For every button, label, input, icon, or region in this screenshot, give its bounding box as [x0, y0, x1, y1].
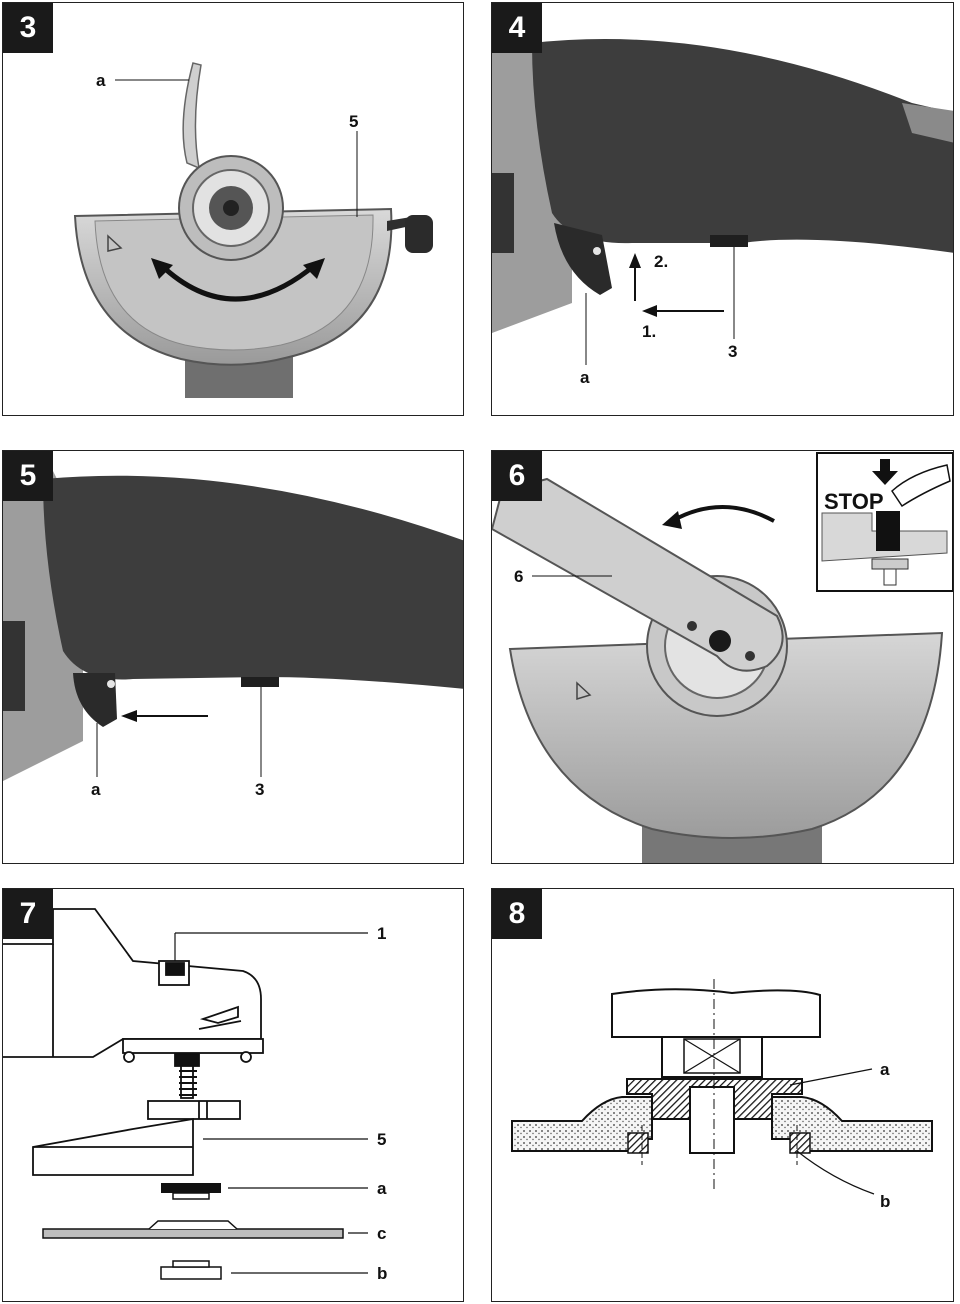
label-a: a — [580, 368, 590, 387]
handle-body — [532, 39, 953, 253]
label-5: 5 — [377, 1130, 386, 1149]
figure-7-panel: 7 — [2, 888, 464, 1302]
cross-section-diagram: a b — [511, 979, 933, 1211]
label-c: c — [377, 1224, 386, 1243]
figure-8-panel: 8 a b — [491, 888, 954, 1302]
label-a: a — [880, 1060, 890, 1079]
direction-mark-icon — [107, 234, 123, 252]
handle-body — [43, 475, 463, 689]
label-3: 3 — [255, 780, 264, 799]
wrench-illustration: 6 STOP — [492, 452, 953, 863]
clamping-nut — [160, 1266, 222, 1280]
figure-number-badge: 6 — [492, 451, 542, 501]
guard-part — [32, 1100, 241, 1176]
label-1: 1 — [377, 924, 386, 943]
label-a: a — [377, 1179, 387, 1198]
figure-6-panel: 6 6 STOP — [491, 450, 954, 864]
switch-release-illustration: a 3 — [3, 471, 463, 799]
lock-button — [710, 235, 748, 247]
label-3: 3 — [728, 342, 737, 361]
clamping-lever — [182, 62, 202, 170]
spindle-lock-inset: STOP — [816, 452, 953, 592]
figure-number-badge: 5 — [3, 451, 53, 501]
figure-number-badge: 8 — [492, 889, 542, 939]
figure-4-panel: 4 2. 1. 3 a — [491, 2, 954, 416]
wheel-guard — [508, 631, 944, 839]
clamping-nut — [627, 1132, 649, 1154]
figure-3-panel: 3 a 5 — [2, 2, 464, 416]
figure-number-badge: 4 — [492, 3, 542, 53]
direction-mark-icon — [576, 681, 592, 701]
switch-trigger — [73, 673, 117, 727]
stop-text: STOP — [824, 489, 884, 514]
label-b: b — [880, 1192, 890, 1211]
label-6: 6 — [514, 567, 523, 586]
finger-icon — [891, 464, 951, 508]
press-down-arrow-icon — [872, 459, 898, 485]
label-5: 5 — [349, 112, 358, 131]
spindle — [689, 1086, 735, 1154]
side-handle — [405, 215, 433, 253]
figure-number-badge: 3 — [3, 3, 53, 53]
two-hole-spanner — [492, 477, 784, 672]
gear-head — [611, 988, 821, 1038]
assembly-diagram: 1 5 a c b — [3, 908, 387, 1283]
step-2-label: 2. — [654, 252, 668, 271]
figure-number-badge: 7 — [3, 889, 53, 939]
switch-trigger — [554, 223, 612, 295]
guard-adjust-illustration: a 5 — [73, 62, 433, 398]
rotate-arrow-icon — [671, 505, 775, 523]
figure-5-panel: 5 a 3 — [2, 450, 464, 864]
label-b: b — [377, 1264, 387, 1283]
label-a: a — [91, 780, 101, 799]
rotate-double-arrow-icon — [159, 263, 317, 302]
label-a: a — [96, 71, 106, 90]
cutting-disc — [42, 1228, 344, 1239]
lock-button — [241, 677, 279, 687]
clamping-flange — [161, 1183, 221, 1193]
switch-lock-illustration: 2. 1. 3 a — [492, 39, 953, 387]
step-1-label: 1. — [642, 322, 656, 341]
